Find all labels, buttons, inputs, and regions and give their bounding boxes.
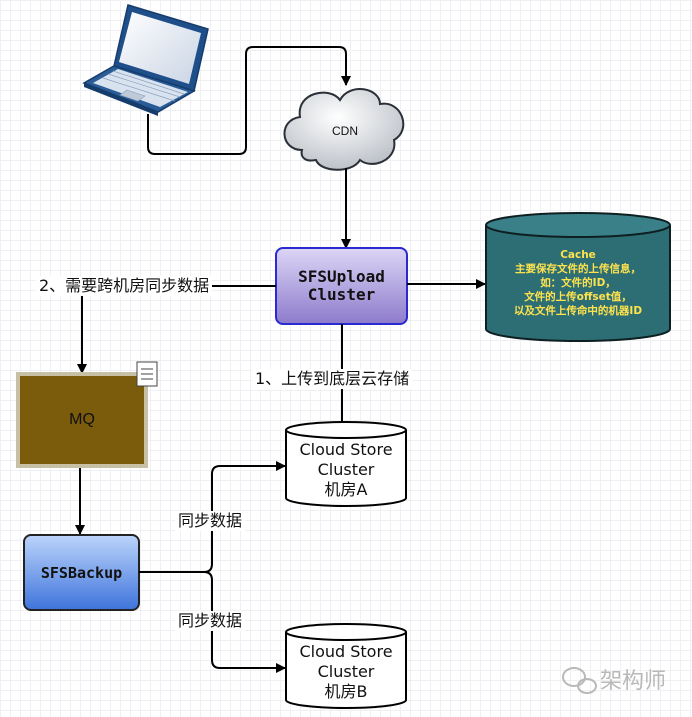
mq-node[interactable]: MQ xyxy=(18,374,146,466)
upload-to-mq-arrow xyxy=(77,285,276,374)
sfsupload-label-line1: SFSUpload xyxy=(298,267,385,286)
cache-line: 如：文件的ID， xyxy=(540,277,616,289)
sync-a-label: 同步数据 xyxy=(175,511,246,531)
store-b-line3: 机房B xyxy=(324,682,368,701)
cdn-label: CDN xyxy=(332,124,358,138)
cross-sync-label: 2、需要跨机房同步数据 xyxy=(36,276,213,296)
sfsupload-label-line2: Cluster xyxy=(307,285,376,304)
document-icon xyxy=(136,361,158,387)
cloud-store-b-cylinder xyxy=(285,623,407,709)
store-b-line1: Cloud Store xyxy=(299,642,393,661)
cloud-store-a-cylinder xyxy=(285,421,407,507)
cloud-store-a-node[interactable]: Cloud Store Cluster 机房A xyxy=(286,440,406,500)
cache-line: 文件的上传offset值， xyxy=(524,291,632,303)
cdn-cloud-shape xyxy=(283,87,405,171)
laptop-icon xyxy=(82,4,209,116)
mq-label: MQ xyxy=(69,411,95,428)
sync-b-label: 同步数据 xyxy=(175,611,246,631)
store-a-line2: Cluster xyxy=(317,460,375,479)
store-b-line2: Cluster xyxy=(317,662,375,681)
store-a-line1: Cloud Store xyxy=(299,440,393,459)
cache-line: 以及文件上传命中的机器ID xyxy=(513,305,643,317)
sfsupload-node[interactable]: SFSUpload Cluster xyxy=(276,248,407,324)
mq-node-shape xyxy=(16,372,148,468)
watermark-text: 架构师 xyxy=(600,669,667,694)
cloud-store-b-node[interactable]: Cloud Store Cluster 机房B xyxy=(286,642,406,702)
wechat-watermark-icon xyxy=(562,667,597,694)
upload-to-store-label: 1、上传到底层云存储 xyxy=(252,369,413,389)
cache-cylinder xyxy=(485,212,671,342)
sfsbackup-node[interactable]: SFSBackup xyxy=(24,535,139,610)
laptop-to-cdn-arrow xyxy=(147,46,351,155)
sfsbackup-label: SFSBackup xyxy=(40,563,123,582)
store-a-line3: 机房A xyxy=(324,480,368,499)
cache-line: 主要保存文件的上传信息， xyxy=(515,263,641,275)
cache-title: Cache xyxy=(560,249,596,261)
cache-node[interactable]: Cache 主要保存文件的上传信息， 如：文件的ID， 文件的上传offset值… xyxy=(490,248,666,318)
